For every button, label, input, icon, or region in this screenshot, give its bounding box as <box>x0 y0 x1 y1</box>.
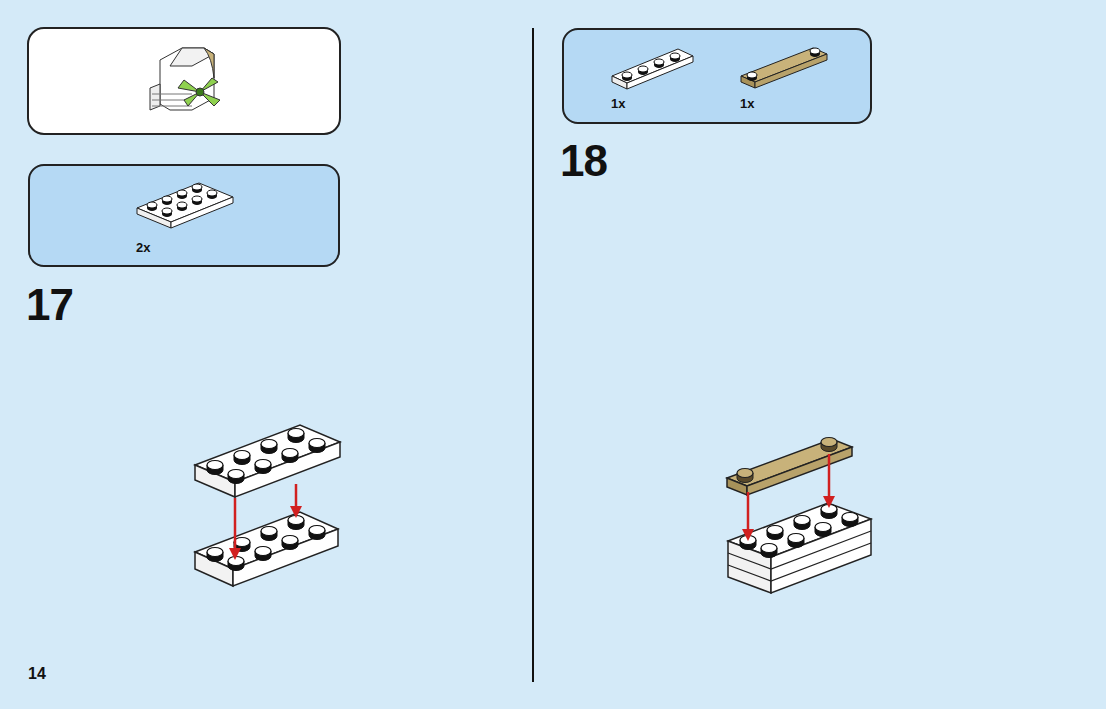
part-count: 1x <box>611 96 625 111</box>
parts-panel: 1x 1x <box>562 28 872 124</box>
part-icon-plate-1x4 <box>612 49 693 89</box>
part-count: 2x <box>136 240 150 255</box>
parts-panel-fill <box>562 28 872 124</box>
step18-assembly <box>727 438 871 594</box>
preview-panel <box>28 28 340 134</box>
step17-plates <box>195 425 340 586</box>
step-number: 17 <box>26 280 73 330</box>
parts-panel: 2x <box>28 164 340 267</box>
parts-panel-fill <box>28 164 340 267</box>
part-count: 1x <box>740 96 754 111</box>
preview-model <box>150 48 220 110</box>
step-number: 18 <box>560 136 607 186</box>
part-icon-plate-2x4 <box>137 183 233 228</box>
page-number: 14 <box>28 665 46 683</box>
divider <box>532 28 534 682</box>
part-icon-tan-tile <box>741 48 827 88</box>
